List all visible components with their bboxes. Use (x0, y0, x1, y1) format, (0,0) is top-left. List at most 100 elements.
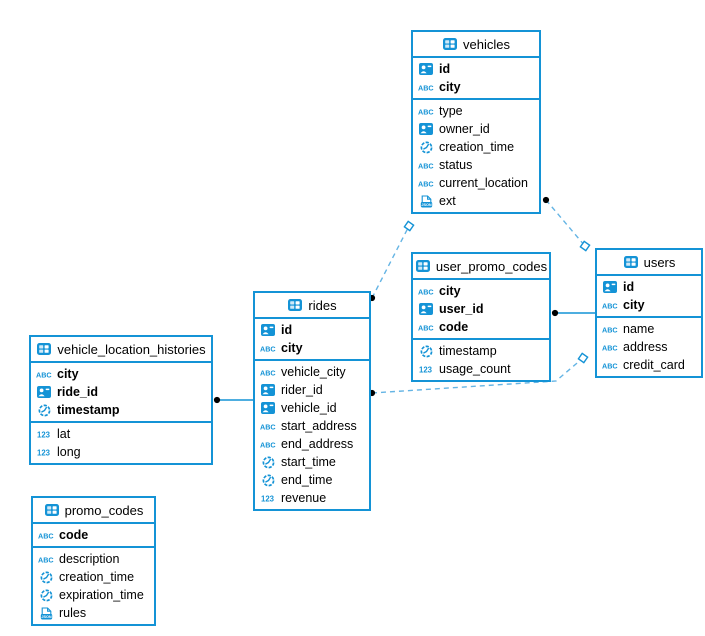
column-row-vehicle_id[interactable]: vehicle_id (255, 399, 369, 417)
column-name: lat (57, 427, 71, 441)
column-row-id[interactable]: id (255, 321, 369, 339)
column-row-creation_time[interactable]: creation_time (413, 138, 539, 156)
svg-text:ABC: ABC (418, 287, 434, 296)
relation-line-rides-to-vehicles[interactable] (371, 225, 410, 299)
svg-text:ABC: ABC (418, 179, 434, 188)
table-icon (36, 343, 52, 355)
text-icon: ABC (260, 422, 276, 431)
svg-text:JSON: JSON (421, 203, 432, 207)
svg-text:ABC: ABC (38, 555, 54, 564)
uuid-icon (260, 402, 276, 414)
column-name: rider_id (281, 383, 323, 397)
uuid-icon (36, 386, 52, 398)
uuid-icon (418, 123, 434, 135)
column-row-city[interactable]: ABC city (413, 282, 549, 300)
table-name: users (643, 254, 676, 270)
column-row-id[interactable]: id (597, 278, 701, 296)
column-row-creation_time[interactable]: creation_time (33, 568, 154, 586)
column-name: id (623, 280, 635, 294)
cardinality-dot (213, 396, 221, 404)
uuid-icon (260, 324, 276, 336)
table-header[interactable]: rides (255, 293, 369, 319)
column-row-timestamp[interactable]: timestamp (413, 342, 549, 360)
text-icon: ABC (260, 440, 276, 449)
column-name: user_id (439, 302, 484, 316)
column-row-owner_id[interactable]: owner_id (413, 120, 539, 138)
text-icon: ABC (602, 361, 618, 370)
number-icon: 123 (260, 494, 276, 503)
svg-text:ABC: ABC (418, 107, 434, 116)
column-row-rider_id[interactable]: rider_id (255, 381, 369, 399)
text-icon: ABC (38, 531, 54, 540)
svg-text:123: 123 (37, 448, 51, 457)
column-name: city (439, 284, 461, 298)
column-row-start_time[interactable]: start_time (255, 453, 369, 471)
column-name: vehicle_id (281, 401, 337, 415)
svg-text:JSON: JSON (41, 615, 52, 619)
column-row-user_id[interactable]: user_id (413, 300, 549, 318)
column-row-ride_id[interactable]: ride_id (31, 383, 211, 401)
number-icon: 123 (36, 448, 52, 457)
relation-line-vehicles-to-users[interactable] (545, 199, 586, 247)
column-name: id (281, 323, 293, 337)
table-header[interactable]: users (597, 250, 701, 276)
table-header[interactable]: promo_codes (33, 498, 154, 524)
table-header[interactable]: vehicle_location_histories (31, 337, 211, 363)
cardinality-diamond (403, 220, 415, 232)
column-name: city (439, 80, 461, 94)
text-icon: ABC (36, 370, 52, 379)
text-icon: ABC (602, 301, 618, 310)
cardinality-diamond (579, 240, 591, 252)
column-name: name (623, 322, 655, 336)
column-name: code (439, 320, 469, 334)
table-icon (44, 504, 60, 516)
column-row-end_time[interactable]: end_time (255, 471, 369, 489)
column-name: end_time (281, 473, 333, 487)
column-row-id[interactable]: id (413, 60, 539, 78)
table-name: user_promo_codes (435, 258, 548, 274)
time-icon (260, 456, 276, 469)
table-header[interactable]: user_promo_codes (413, 254, 549, 280)
table-name: promo_codes (64, 502, 144, 518)
column-row-expiration_time[interactable]: expiration_time (33, 586, 154, 604)
table-header[interactable]: vehicles (413, 32, 539, 58)
table-icon (623, 256, 639, 268)
column-row-timestamp[interactable]: timestamp (31, 401, 211, 419)
svg-text:ABC: ABC (602, 301, 618, 310)
